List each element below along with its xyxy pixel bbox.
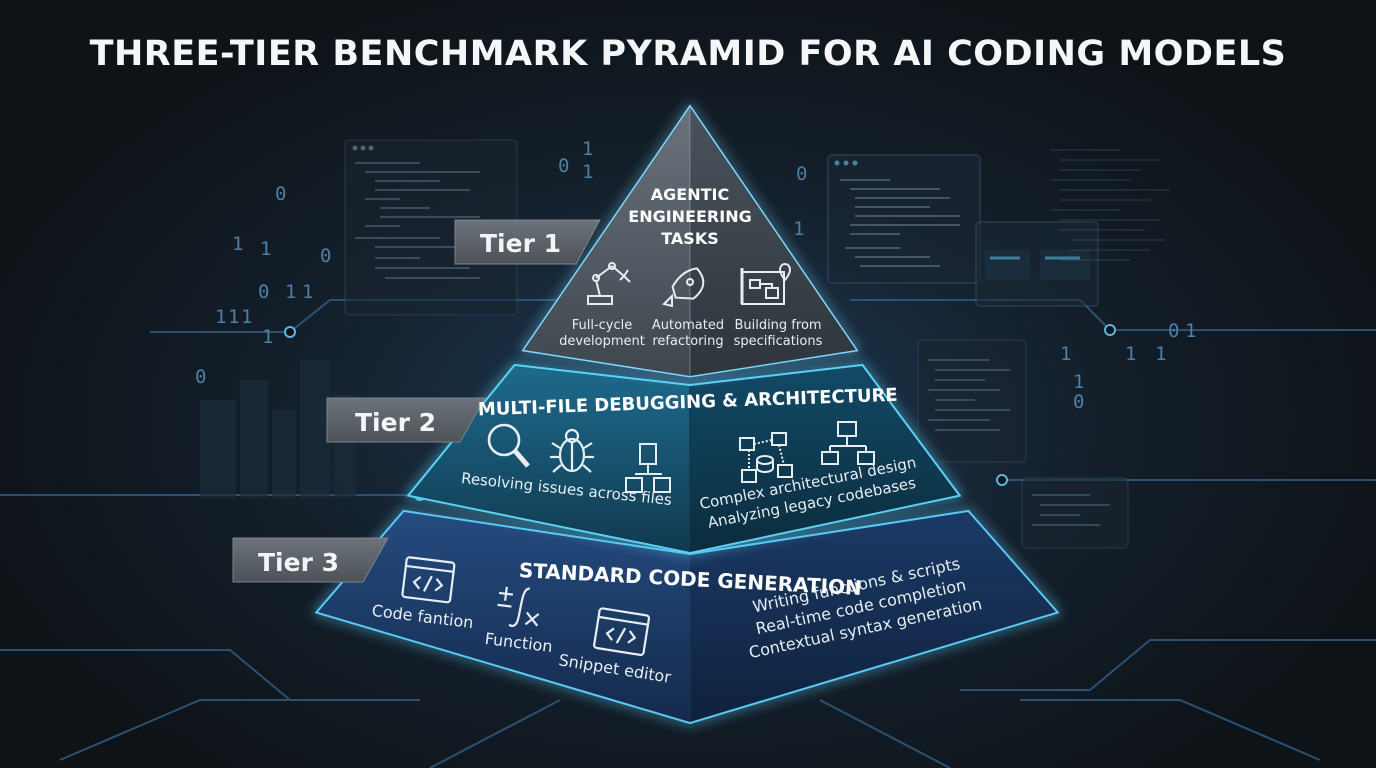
tier-1-item-2-line-2: refactoring: [652, 334, 723, 349]
tier-1-heading-line-1: AGENTIC: [651, 185, 729, 204]
tier-3-tab-label: Tier 3: [258, 548, 339, 577]
svg-text:0: 0: [275, 183, 286, 205]
tier-3: Tier 3 STANDARD CODE GENERATION Code fan…: [232, 509, 1060, 725]
tier-3-face-right: [690, 512, 1056, 722]
architecture-diagram-icon: [739, 432, 793, 483]
svg-text:1: 1: [1060, 343, 1071, 365]
tier-2-tab: Tier 2: [326, 397, 486, 443]
svg-text:1: 1: [793, 218, 804, 240]
panel-right-1: [975, 221, 1099, 307]
tier-1-item-1-line-2: development: [559, 334, 645, 349]
magnifier-icon: [487, 423, 530, 468]
circuit-lines: [0, 299, 1376, 768]
tier-1-face-left: [524, 107, 690, 376]
tier-1-tab-label: Tier 1: [480, 229, 561, 258]
svg-text:1: 1: [241, 306, 252, 328]
snippet-editor-icon: [593, 607, 651, 656]
tier-1-item-3-line-1: Building from: [734, 318, 821, 333]
svg-text:0: 0: [1168, 320, 1179, 342]
svg-text:0: 0: [1073, 391, 1084, 413]
tier-2-face-right: [690, 366, 958, 552]
svg-text:1: 1: [215, 306, 226, 328]
tier-1-item-2-line-1: Automated: [652, 318, 724, 333]
svg-text:0: 0: [258, 281, 269, 303]
rocket-icon: [662, 267, 705, 308]
code-window-left: [344, 139, 518, 316]
page-title: THREE-TIER BENCHMARK PYRAMID FOR AI CODI…: [89, 34, 1287, 74]
tier-3-face-left: [318, 512, 690, 722]
svg-text:0: 0: [796, 163, 807, 185]
svg-text:1: 1: [1125, 343, 1136, 365]
bug-icon: [550, 428, 594, 473]
code-texture-far-right: [1050, 149, 1170, 261]
svg-text:1: 1: [285, 281, 296, 303]
svg-text:0: 0: [320, 245, 331, 267]
svg-text:1: 1: [1155, 343, 1166, 365]
svg-text:1: 1: [228, 306, 239, 328]
tier-1-item-3-line-2: specifications: [734, 334, 823, 349]
tier-1-item-1-line-1: Full-cycle: [572, 318, 633, 333]
tier-1-heading-line-3: TASKS: [661, 229, 719, 248]
math-function-icon: [497, 586, 540, 627]
panel-right-3: [1021, 477, 1129, 549]
svg-text:1: 1: [232, 233, 243, 255]
svg-text:1: 1: [582, 138, 593, 160]
tier-2: Tier 2 MULTI-FILE DEBUGGING & ARCHITECTU…: [326, 363, 962, 555]
svg-text:1: 1: [262, 326, 273, 348]
blueprint-icon: [740, 263, 792, 305]
tier-1-heading-line-2: ENGINEERING: [628, 207, 751, 226]
tier-1-tab: Tier 1: [454, 219, 601, 265]
panel-right-2: [917, 339, 1027, 463]
tier-2-face-left: [410, 366, 690, 552]
tier-3-tab: Tier 3: [232, 537, 389, 583]
svg-text:1: 1: [260, 238, 271, 260]
tier-1: Tier 1 AGENTIC ENGINEERING TASKS Full-cy: [454, 104, 859, 378]
svg-text:1: 1: [302, 281, 313, 303]
svg-text:1: 1: [1185, 320, 1196, 342]
hierarchy-icon: [821, 421, 875, 465]
code-window-icon: [401, 556, 456, 604]
svg-text:1: 1: [1073, 371, 1084, 393]
svg-text:0: 0: [195, 366, 206, 388]
tier-2-tab-label: Tier 2: [355, 408, 436, 437]
svg-text:0: 0: [558, 155, 569, 177]
code-window-right: [827, 154, 981, 284]
tier-1-face-right: [690, 107, 856, 376]
file-tree-icon: [625, 443, 671, 493]
svg-text:1: 1: [582, 161, 593, 183]
robot-arm-icon: [587, 262, 631, 305]
